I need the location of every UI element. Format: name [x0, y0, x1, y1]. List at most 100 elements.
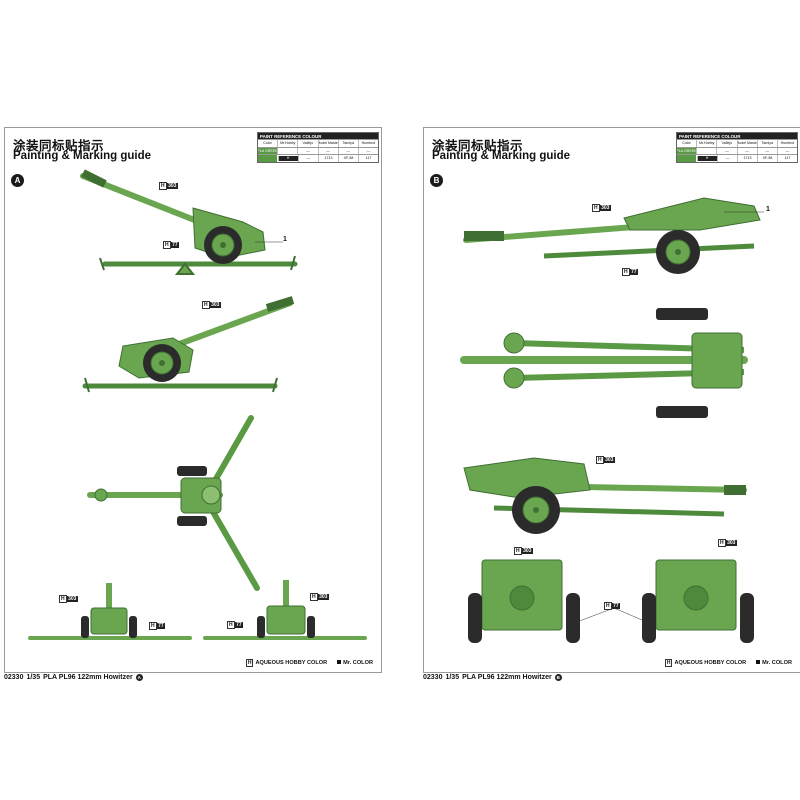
callout-number: 303: [317, 594, 329, 600]
footer-variant-badge: B: [554, 674, 562, 681]
callout-h: H: [596, 456, 604, 464]
paint-table-row: PLA GREEN — — — —: [677, 146, 797, 154]
col-color: Color: [263, 141, 272, 146]
callout-number: 77: [170, 242, 180, 248]
col-modelmaster: Model Master: [317, 140, 338, 147]
callout-h: H: [227, 621, 235, 629]
col-humbrol: Humbrol: [357, 140, 378, 147]
cell: 117: [358, 155, 378, 162]
callout-number: 303: [521, 548, 533, 554]
howitzer-rear-view: [642, 559, 754, 643]
howitzer-front-view: [468, 559, 580, 643]
howitzer-side-view-2: [463, 457, 747, 534]
swatch-label: PLA GREEN: [677, 147, 697, 154]
callout-h: H: [604, 602, 612, 610]
paint-reference-table: PAINT REFERENCE COLOUR Color Mr.Hobby Va…: [676, 132, 798, 163]
callout-number: 303: [209, 302, 221, 308]
cell: —: [357, 147, 378, 154]
cell: —: [298, 155, 318, 162]
cell: 1713: [318, 155, 338, 162]
callout-number: 303: [603, 457, 615, 463]
col-humbrol: Humbrol: [776, 140, 797, 147]
howitzer-side-elevated-2: [82, 296, 295, 393]
instruction-sheet-a: 涂装同标贴指示 Painting & Marking guide A PAINT…: [4, 127, 382, 673]
callout-h: H: [718, 539, 726, 547]
howitzer-side-elevated-1: [80, 169, 298, 275]
callout-number: 303: [66, 596, 78, 602]
cell: —: [717, 155, 737, 162]
howitzer-top-view-closed: [460, 308, 748, 418]
legend-square: [756, 660, 761, 664]
cell: 117: [777, 155, 797, 162]
callout-h: H: [149, 622, 157, 630]
scale: 1/35: [445, 674, 460, 681]
cell: XF-58: [757, 155, 777, 162]
swatch-label: PLA GREEN: [258, 147, 278, 154]
product-name: PLA PL96 122mm Howitzer: [43, 674, 133, 681]
paint-table-row: H — 1713 XF-58 117: [677, 154, 797, 162]
legend-aqueous-label: AQUEOUS HOBBY COLOR: [674, 660, 747, 666]
paint-table-header: Color Mr.Hobby Vallejo Model Master Tami…: [677, 139, 797, 147]
cell: —: [776, 147, 797, 154]
title-chinese: 涂装同标贴指示: [432, 139, 524, 153]
footer-caption-a: 02330 1/35 PLA PL96 122mm Howitzer A: [4, 674, 143, 681]
cell: H: [277, 155, 298, 161]
paint-table-title: PAINT REFERENCE COLOUR: [677, 133, 797, 139]
cell: —: [756, 147, 777, 154]
howitzer-side-view-1: [463, 197, 761, 274]
callout-h: H: [592, 204, 600, 212]
cell: [277, 147, 297, 154]
instruction-sheet-b: 涂装同标贴指示 Painting & Marking guide B PAINT…: [423, 127, 800, 673]
howitzer-rear-view: [203, 580, 367, 640]
paint-reference-table: PAINT REFERENCE COLOUR Color Mr.Hobby Va…: [257, 132, 379, 163]
paint-table-row: PLA GREEN — — — —: [258, 146, 378, 154]
howitzer-drawings-a: [28, 169, 367, 640]
col-vallejo: Vallejo: [716, 140, 736, 147]
callout-number: 303: [599, 205, 611, 211]
paint-table-header: Color Mr.Hobby Vallejo Model Master Tami…: [258, 139, 378, 147]
callout-number: 77: [156, 623, 166, 629]
cell: —: [716, 147, 736, 154]
swatch: [677, 155, 696, 162]
part-number: 1: [283, 236, 287, 243]
callout-h: H: [622, 268, 630, 276]
col-mrhobby: Mr.Hobby: [696, 140, 716, 147]
callout-number: 77: [234, 622, 244, 628]
cell: [696, 147, 716, 154]
callout-number: 303: [166, 183, 178, 189]
callout-number: 77: [611, 603, 621, 609]
legend-aqueous-label: AQUEOUS HOBBY COLOR: [255, 660, 328, 666]
legend-square: [337, 660, 342, 664]
legend-mr-color: Mr. COLOR: [756, 660, 792, 666]
title-english: Painting & Marking guide: [432, 150, 571, 162]
cell: H: [696, 155, 717, 161]
product-code: 02330: [4, 674, 24, 681]
title-english: Painting & Marking guide: [13, 150, 152, 162]
legend-mr-label: Mr. COLOR: [343, 660, 373, 666]
howitzer-top-view: [87, 415, 260, 591]
footer-caption-b: 02330 1/35 PLA PL96 122mm Howitzer B: [423, 674, 562, 681]
scale: 1/35: [26, 674, 41, 681]
legend-h-box: H: [245, 659, 254, 667]
col-tamiya: Tamiya: [756, 140, 777, 147]
swatch: [258, 155, 277, 162]
paint-table-title: PAINT REFERENCE COLOUR: [258, 133, 378, 139]
col-modelmaster: Model Master: [736, 140, 757, 147]
cell: —: [297, 147, 317, 154]
col-mrhobby: Mr.Hobby: [277, 140, 297, 147]
product-name: PLA PL96 122mm Howitzer: [462, 674, 552, 681]
callout-h: H: [310, 593, 318, 601]
legend-mr-label: Mr. COLOR: [762, 660, 792, 666]
col-tamiya: Tamiya: [337, 140, 358, 147]
